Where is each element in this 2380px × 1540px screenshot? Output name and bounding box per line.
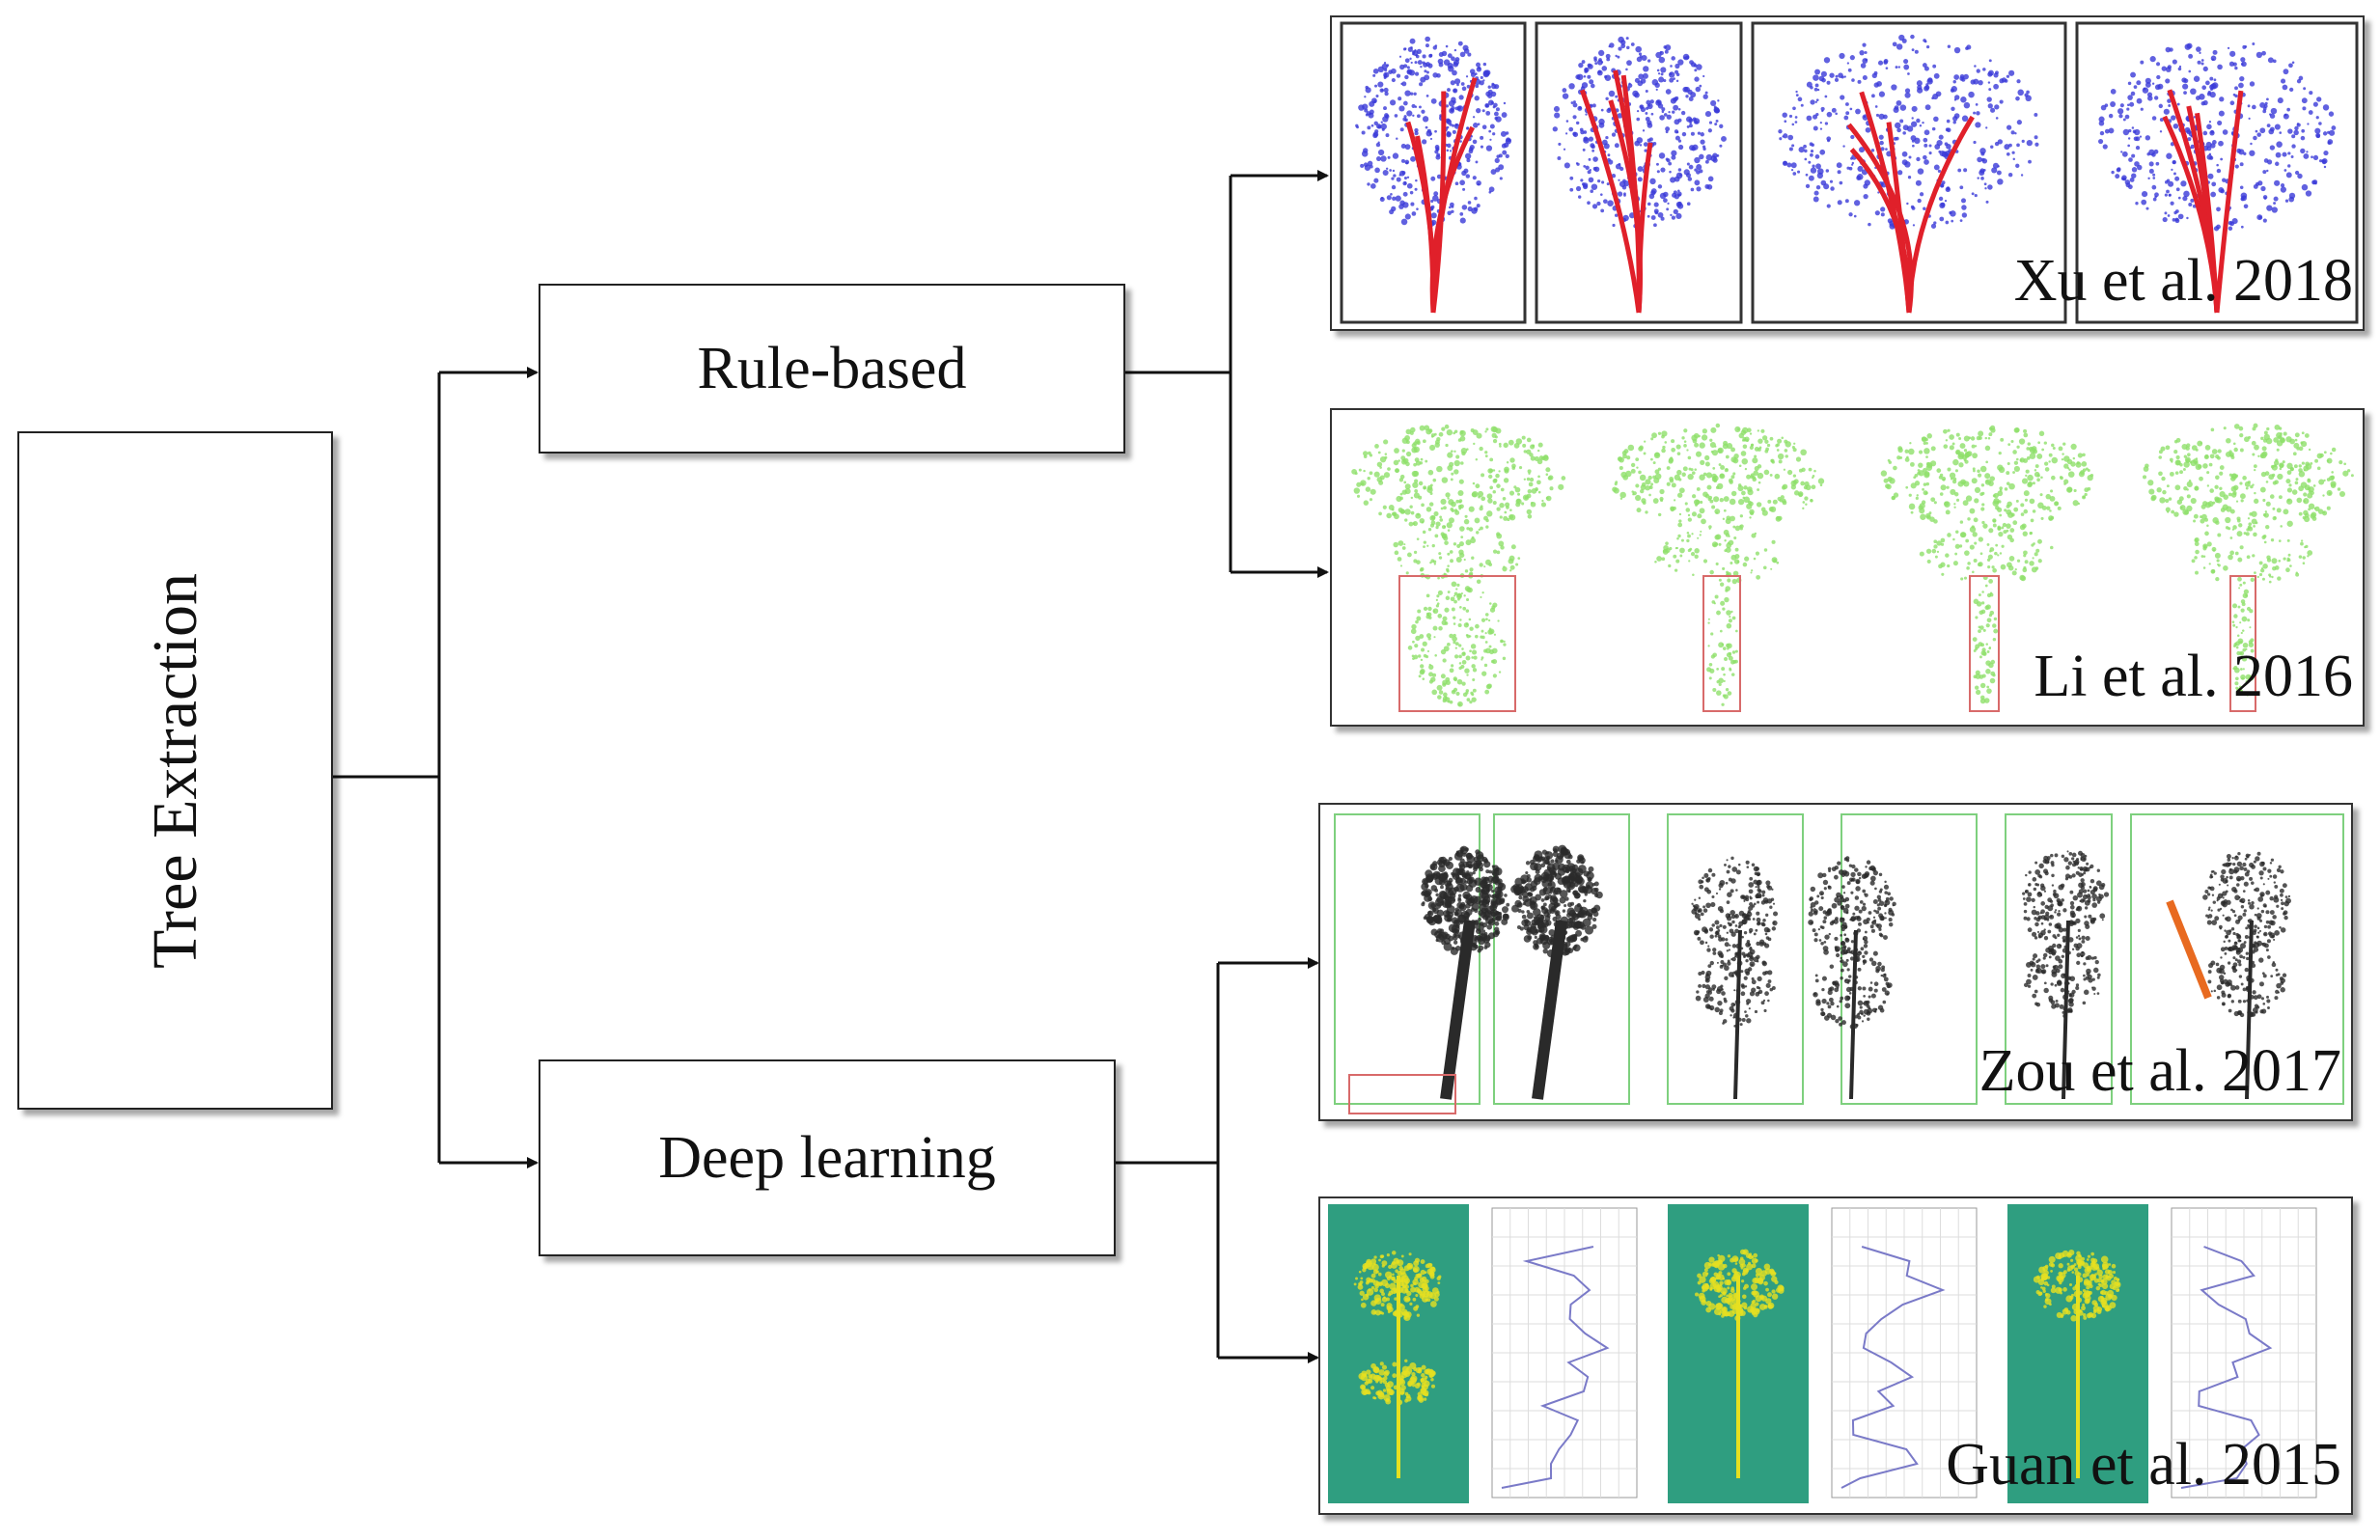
deep-learning-node: Deep learning: [539, 1059, 1116, 1256]
root-node-label: Tree Extraction: [139, 572, 210, 969]
rule-based-node: Rule-based: [539, 284, 1125, 454]
xu-panel: Xu et al. 2018: [1330, 15, 2365, 331]
xu-caption: Xu et al. 2018: [2013, 248, 2353, 314]
li-panel: Li et al. 2016: [1330, 408, 2365, 727]
li-tree-images: [1351, 423, 2354, 712]
guan-caption: Guan et al. 2015: [1946, 1432, 2341, 1498]
guan-panel: Guan et al. 2015: [1318, 1196, 2353, 1515]
guan-tree-images: [1328, 1204, 2317, 1503]
xu-tree-images: [1340, 21, 2359, 324]
zou-caption: Zou et al. 2017: [1979, 1038, 2341, 1104]
deep-learning-label: Deep learning: [658, 1124, 996, 1191]
zou-panel: Zou et al. 2017: [1318, 803, 2353, 1121]
rule-based-label: Rule-based: [697, 335, 967, 401]
zou-tree-images: [1334, 813, 2344, 1114]
li-caption: Li et al. 2016: [2034, 644, 2353, 709]
root-node: Tree Extraction: [17, 431, 333, 1110]
